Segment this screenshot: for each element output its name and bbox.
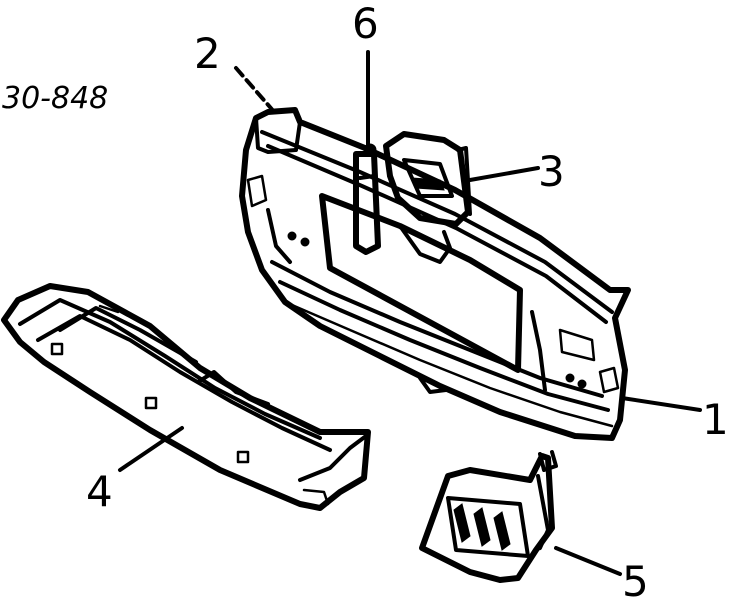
callout-6: 6 — [352, 0, 379, 48]
part-6-support-rod — [353, 143, 381, 255]
part-3-latch-bracket — [383, 131, 472, 264]
part-4-lower-tray — [1, 283, 371, 511]
callout-5: 5 — [622, 557, 649, 600]
callout-2: 2 — [194, 29, 221, 78]
leader-lines — [118, 50, 702, 576]
callout-1: 1 — [702, 395, 729, 444]
part-5-corner-bracket — [419, 450, 558, 583]
callout-3: 3 — [538, 147, 565, 196]
part-1-front-panel — [239, 107, 631, 441]
part-code-label: 30-848 — [2, 81, 108, 116]
callout-4: 4 — [86, 467, 113, 516]
